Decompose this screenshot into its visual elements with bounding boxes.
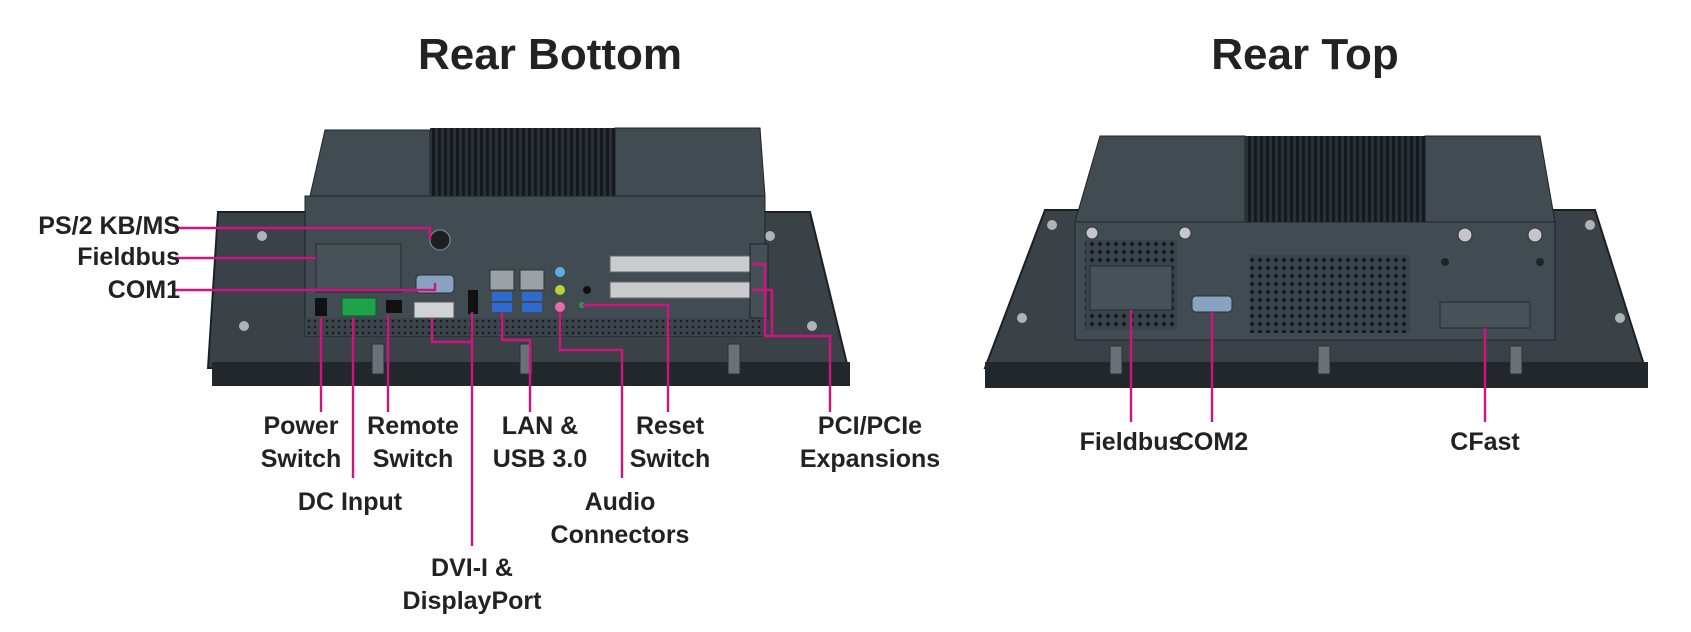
label-audio-line2: Connectors <box>550 521 690 549</box>
leader-audio <box>558 312 624 478</box>
rear-top-illustration <box>983 135 1648 388</box>
label-pci-line1: PCI/PCIe <box>817 412 923 440</box>
label-pci-line2: Expansions <box>799 445 941 473</box>
label-fieldbus-right: Fieldbus <box>1079 428 1183 456</box>
label-lan-usb-line2: USB 3.0 <box>492 445 588 473</box>
label-power-switch-line2: Switch <box>260 445 342 473</box>
leader-reset <box>582 303 670 412</box>
label-reset-switch-line2: Switch <box>629 445 711 473</box>
leader-pci-2 <box>752 288 774 336</box>
label-audio-line1: Audio <box>584 488 656 516</box>
label-remote-switch-line2: Switch <box>372 445 454 473</box>
label-remote-switch: Remote Switch <box>358 410 468 476</box>
label-com1: COM1 <box>107 276 180 304</box>
label-lan-usb-line1: LAN & <box>501 412 579 440</box>
label-pci: PCI/PCIe Expansions <box>790 410 950 476</box>
leader-com1 <box>175 283 437 292</box>
leader-ps2 <box>175 226 432 240</box>
leader-dvi-branch <box>430 318 472 344</box>
label-remote-switch-line1: Remote <box>367 412 459 440</box>
leader-pci <box>752 262 832 412</box>
label-dvi-line1: DVI-I & <box>431 554 513 582</box>
label-fieldbus-left: Fieldbus <box>77 243 180 271</box>
leader-lan <box>500 312 532 412</box>
label-reset-switch-line1: Reset <box>635 412 705 440</box>
label-dvi: DVI-I & DisplayPort <box>390 552 554 618</box>
leader-lines <box>175 226 1487 546</box>
label-power-switch-line1: Power <box>263 412 339 440</box>
label-com2: COM2 <box>1175 428 1249 456</box>
label-ps2: PS/2 KB/MS <box>38 212 180 240</box>
label-power-switch: Power Switch <box>246 410 356 476</box>
label-dc-input: DC Input <box>297 488 403 516</box>
rear-top-title: Rear Top <box>1211 30 1399 79</box>
label-reset-switch: Reset Switch <box>620 410 720 476</box>
rear-bottom-title: Rear Bottom <box>417 30 683 79</box>
label-audio: Audio Connectors <box>540 486 700 552</box>
label-cfast: CFast <box>1450 428 1520 456</box>
label-lan-usb: LAN & USB 3.0 <box>480 410 600 476</box>
label-dvi-line2: DisplayPort <box>402 587 542 615</box>
rear-bottom-illustration <box>206 127 850 386</box>
